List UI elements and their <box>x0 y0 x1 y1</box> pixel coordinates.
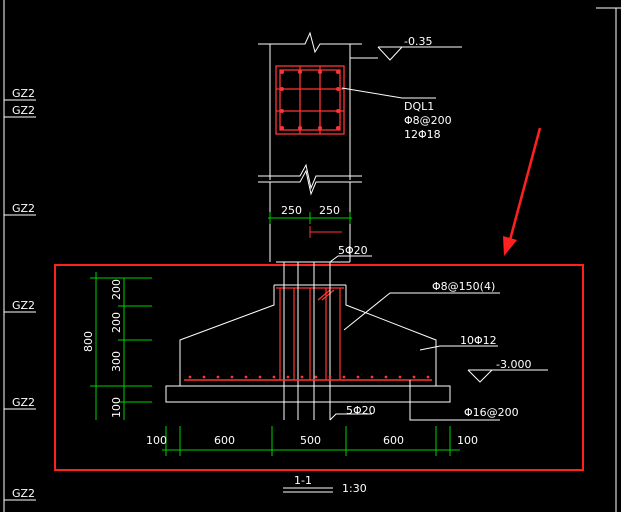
vertical-seg-1: 200 <box>110 279 123 300</box>
column-upper <box>258 31 362 262</box>
vertical-seg-4: 100 <box>110 397 123 418</box>
hdim-4: 600 <box>383 434 404 447</box>
section-title: 1-1 <box>294 474 312 487</box>
column-leader <box>341 87 436 99</box>
highlight-box <box>54 264 584 471</box>
stirrups-label: Φ8@150(4) <box>432 280 495 293</box>
grid-label-3: GZ2 <box>12 202 35 215</box>
horizontal-dimension <box>162 426 460 456</box>
footing-dowel-bars <box>276 287 344 380</box>
grid-labels: GZ2 GZ2 GZ2 GZ2 GZ2 GZ2 <box>4 87 36 501</box>
section-title-underline <box>283 487 333 493</box>
base-mesh-label: Φ16@200 <box>464 406 519 419</box>
drawing-frame <box>3 0 621 512</box>
rebar-leaders <box>329 255 500 421</box>
section-scale: 1:30 <box>342 482 367 495</box>
column-id-label: DQL1 <box>404 100 434 113</box>
vertical-seg-3: 300 <box>110 351 123 372</box>
red-arrow-icon <box>503 127 542 256</box>
top-bars-label: 5Φ20 <box>338 244 368 257</box>
hdim-5: 100 <box>457 434 478 447</box>
grid-label-2: GZ2 <box>12 104 35 117</box>
column-width-dims <box>268 212 352 238</box>
footing-outline <box>165 284 451 403</box>
grid-label-1: GZ2 <box>12 87 35 100</box>
column-main-bar-label: 12Φ18 <box>404 128 441 141</box>
white-rebar-lines <box>276 261 350 420</box>
width-right-label: 250 <box>319 204 340 217</box>
vertical-total-label: 800 <box>82 331 95 352</box>
column-main-bars <box>280 70 340 130</box>
column-stirrup-label: Φ8@200 <box>404 114 452 127</box>
elevation-top-label: -0.35 <box>404 35 432 48</box>
elevation-mark-base <box>467 369 548 383</box>
hdim-1: 100 <box>146 434 167 447</box>
vertical-seg-2: 200 <box>110 312 123 333</box>
hdim-3: 500 <box>300 434 321 447</box>
column-section-rebar <box>275 65 345 135</box>
grid-label-5: GZ2 <box>12 396 35 409</box>
elevation-base-label: -3.000 <box>496 358 531 371</box>
hdim-2: 600 <box>214 434 235 447</box>
grid-label-6: GZ2 <box>12 487 35 500</box>
slope-bars-label: 10Φ12 <box>460 334 497 347</box>
bottom-bars-label: 5Φ20 <box>346 404 376 417</box>
elevation-mark-top <box>350 46 462 61</box>
bottom-mesh <box>184 375 432 381</box>
vertical-dimension <box>90 272 152 420</box>
width-left-label: 250 <box>281 204 302 217</box>
grid-label-4: GZ2 <box>12 299 35 312</box>
